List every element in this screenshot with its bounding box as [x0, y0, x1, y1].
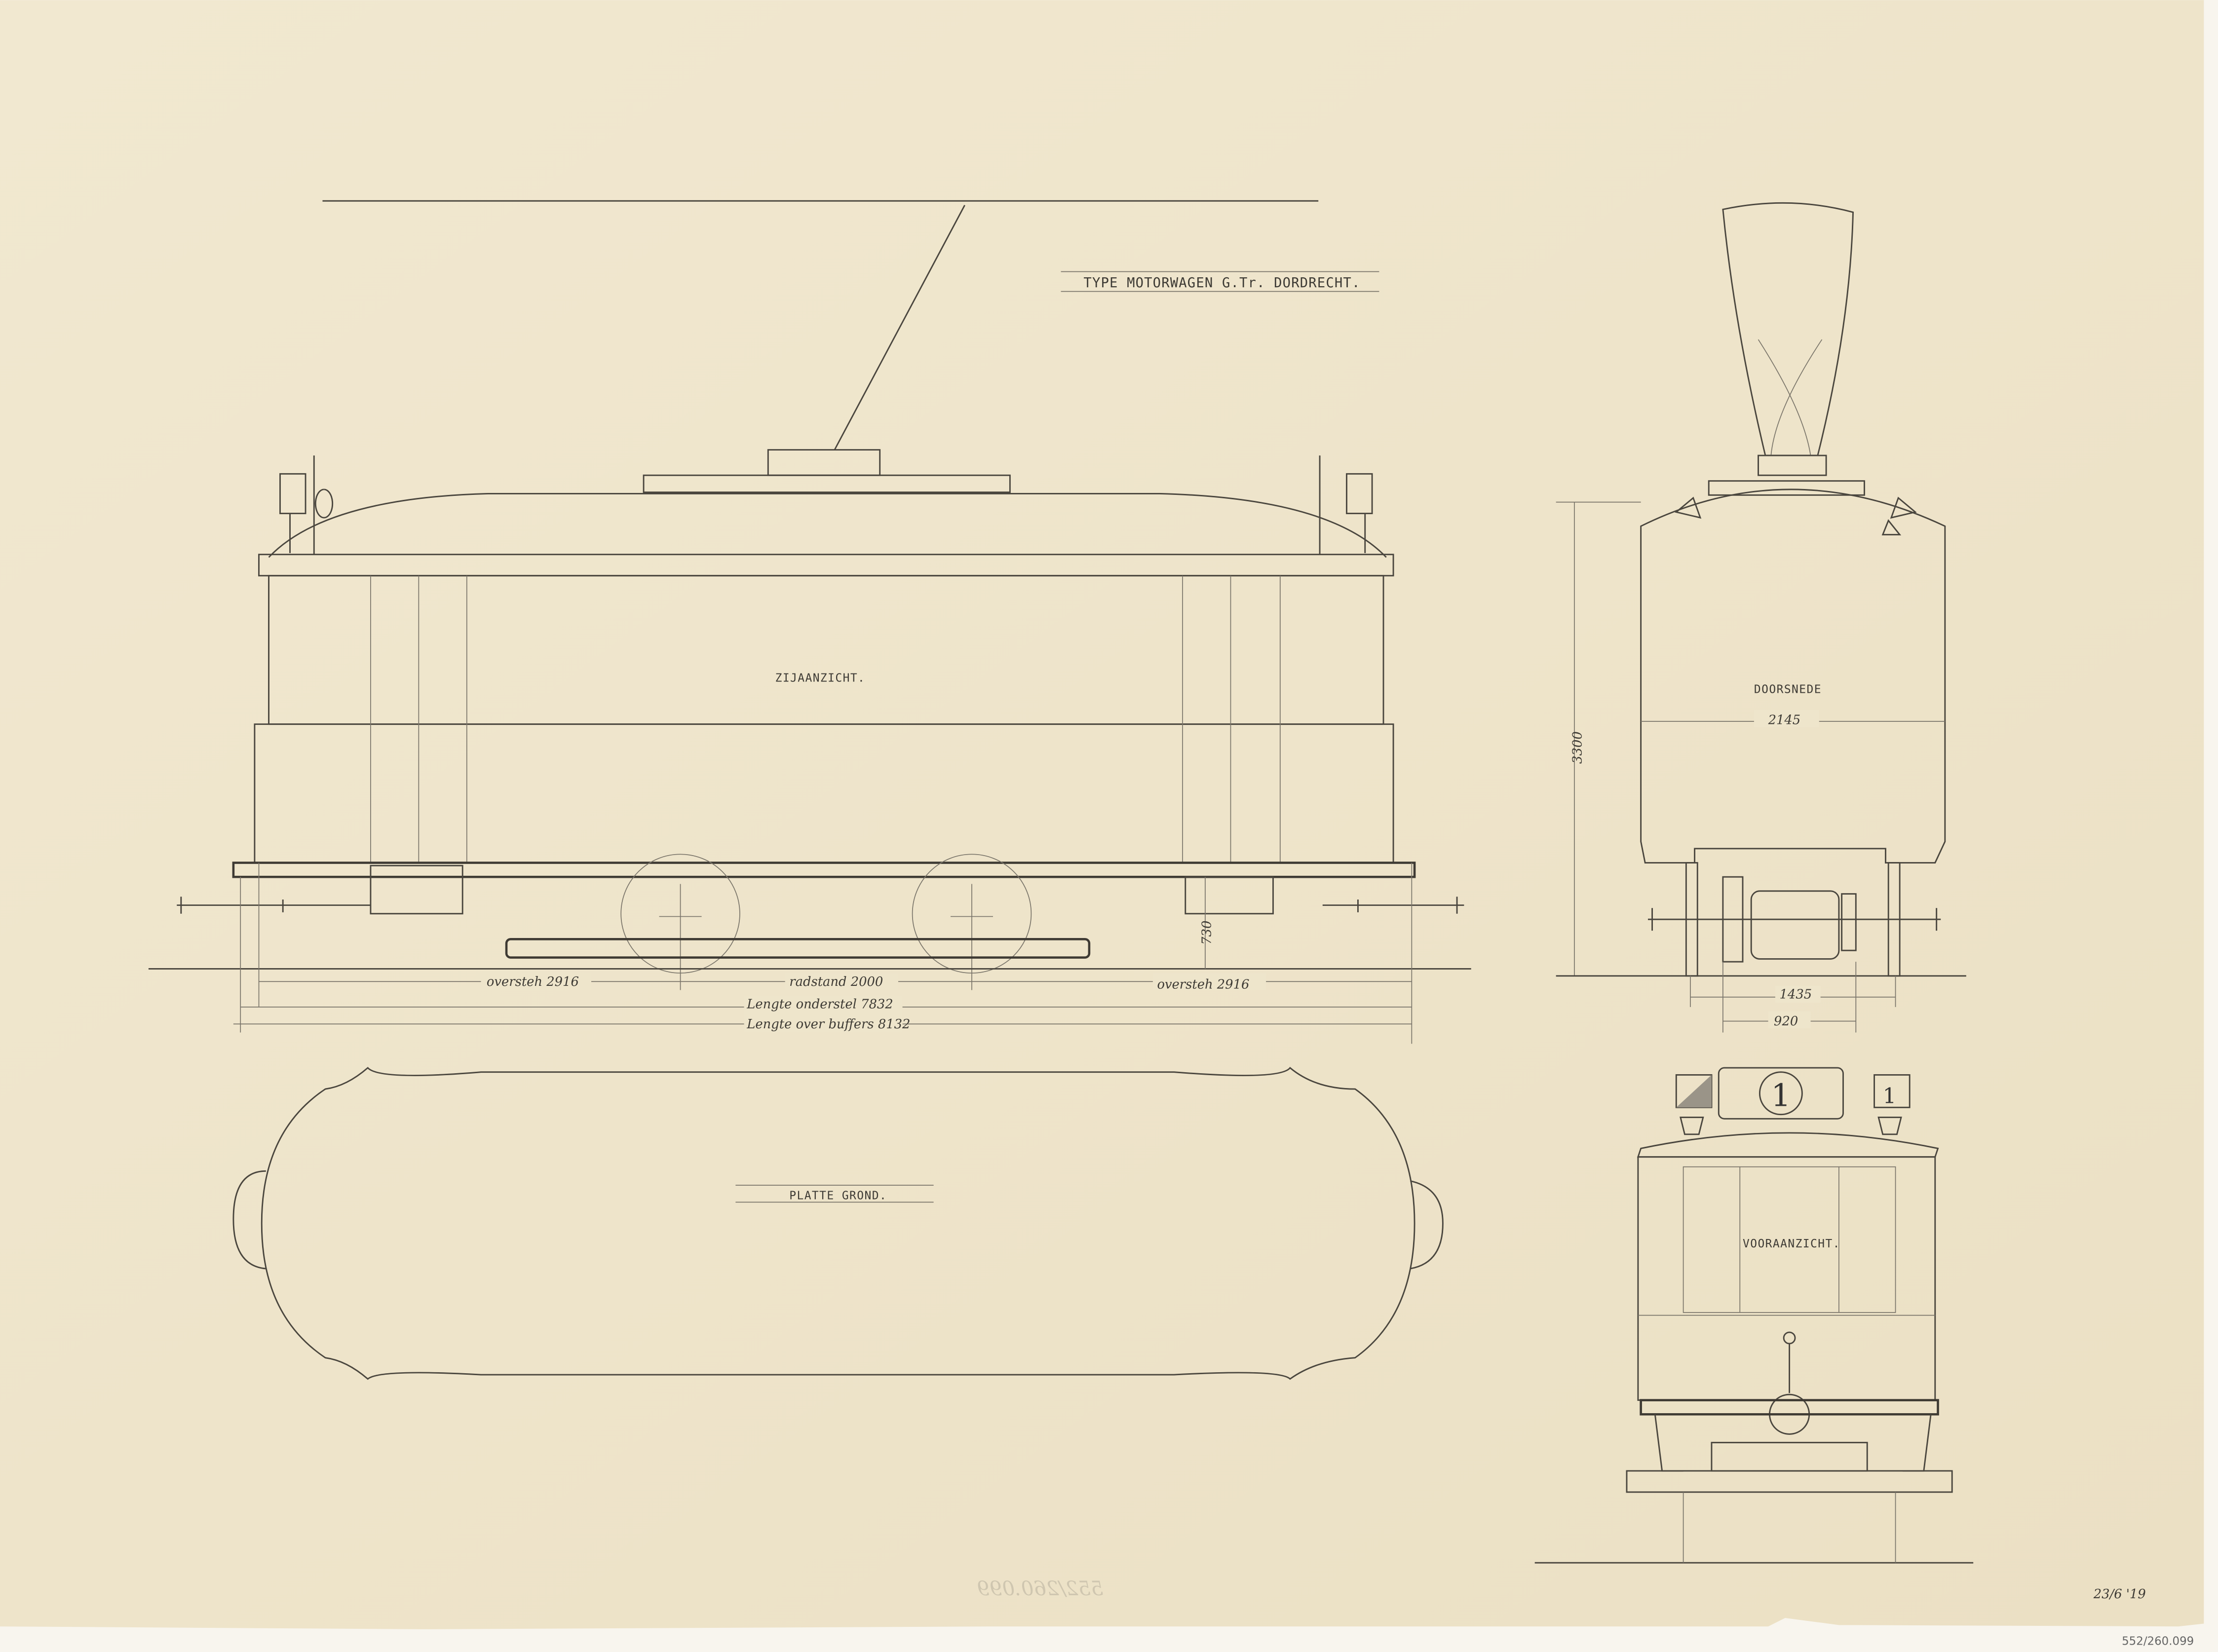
- side-view: 730 ZIJAANZICHT.: [148, 200, 1471, 990]
- roof: [268, 493, 1387, 558]
- label-section-view: DOORSNEDE: [1754, 683, 1822, 696]
- roof-lantern: [643, 474, 1011, 493]
- dim-buffer-length: Lengte over buffers 8132: [746, 1017, 910, 1032]
- label-plan-view: PLATTE GROND.: [789, 1190, 887, 1202]
- dim-floor-height: 730: [1199, 921, 1214, 945]
- catalog-number: 552/260.099: [2122, 1635, 2194, 1648]
- dim-wheelbase: radstand 2000: [789, 975, 883, 989]
- plan-view: PLATTE GROND.: [232, 1067, 1444, 1380]
- drawing-date: 23/6 '19: [2093, 1587, 2146, 1602]
- motor: [1750, 890, 1840, 960]
- side-number: 1: [1883, 1084, 1896, 1109]
- dim-gauge: 1435: [1780, 987, 1812, 1002]
- bow-collector: [1722, 202, 1854, 456]
- label-front-view: VOORAANZICHT.: [1743, 1238, 1840, 1250]
- dim-overhang-right: oversteh 2916: [1157, 977, 1249, 992]
- dim-total-height: 3300: [1570, 731, 1585, 764]
- dim-body-width: 2145: [1768, 713, 1801, 728]
- side-sign-right: [1874, 1074, 1911, 1108]
- trolley-pole: [834, 205, 965, 451]
- dim-frame-length: Lengte onderstel 7832: [746, 997, 893, 1012]
- route-number: 1: [1771, 1077, 1791, 1113]
- title-block: TYPE MOTORWAGEN G.Tr. DORDRECHT.: [1061, 271, 1379, 292]
- headlamp-right: [1346, 473, 1373, 515]
- headlamp-left: [279, 473, 306, 515]
- route-sign: [1718, 1067, 1844, 1120]
- ghost-catalog-number: 552/260.099: [977, 1577, 1104, 1600]
- section-view: 3300 2145 DOORSNEDE 1435 920: [1556, 202, 1966, 1033]
- dim-wheel-inner: 920: [1774, 1014, 1798, 1029]
- buffers: [177, 897, 1464, 914]
- underframe: [232, 862, 1416, 878]
- drawing-title: TYPE MOTORWAGEN G.Tr. DORDRECHT.: [1083, 275, 1360, 291]
- label-side-view: ZIJAANZICHT.: [775, 672, 866, 685]
- dim-overhang-left: oversteh 2916: [487, 975, 579, 989]
- front-lamps: [1680, 1116, 1902, 1135]
- paper: [0, 0, 2204, 1629]
- side-dimensions: oversteh 2916 radstand 2000 oversteh 291…: [233, 863, 1413, 1044]
